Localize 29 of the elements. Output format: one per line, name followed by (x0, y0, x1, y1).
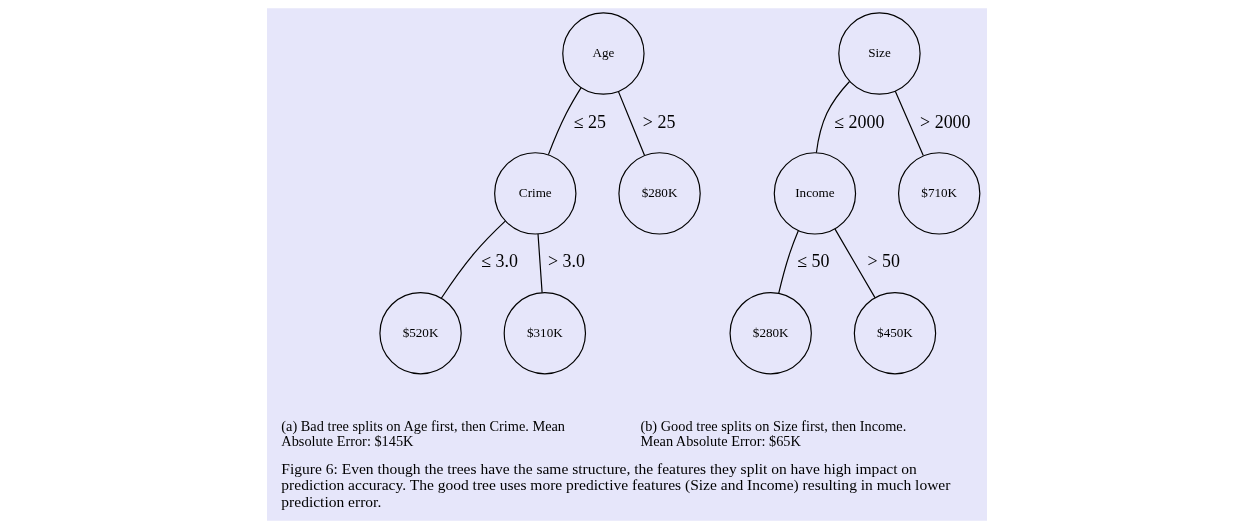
node-circle: Income (773, 152, 857, 235)
node-circle: $280K (618, 152, 701, 235)
edge-label: ≤ 3.0 (481, 251, 518, 272)
connector (537, 233, 543, 294)
node-circle: Crime (494, 152, 577, 235)
caption: Figure 6: Even though the trees have the same structure, the features they split on have high impact on prediction accuracy. The good tree uses more predictive features (Size and Income) resulting in much lower prediction error. (281, 459, 951, 510)
label: (a) Bad tree splits on Age first, then Crime. Mean Absolute Error: $145K (281, 417, 566, 450)
connector (778, 230, 799, 294)
edge-label: > 2000 (920, 111, 971, 132)
edge-label: ≤ 2000 (834, 111, 885, 132)
node-circle: $450K (853, 291, 937, 375)
connector (617, 91, 646, 156)
connector (547, 87, 582, 156)
node-circle: Size (838, 12, 921, 95)
edge-label: ≤ 50 (797, 251, 830, 272)
connector (815, 80, 851, 154)
edge-label: > 3.0 (548, 251, 585, 272)
node-circle: $520K (379, 291, 462, 375)
edge-label: > 25 (642, 111, 676, 132)
node-circle: $310K (503, 291, 587, 375)
node-circle: Age (562, 12, 645, 95)
edge-label: > 50 (867, 251, 901, 272)
node-circle: $280K (729, 291, 812, 375)
edge-label: ≤ 25 (573, 111, 606, 132)
node-circle: $710K (897, 152, 981, 235)
connector (834, 228, 876, 299)
label: (b) Good tree splits on Size first, then Income. Mean Absolute Error: $65K (640, 417, 907, 450)
connector (894, 90, 924, 157)
connector (440, 220, 506, 299)
